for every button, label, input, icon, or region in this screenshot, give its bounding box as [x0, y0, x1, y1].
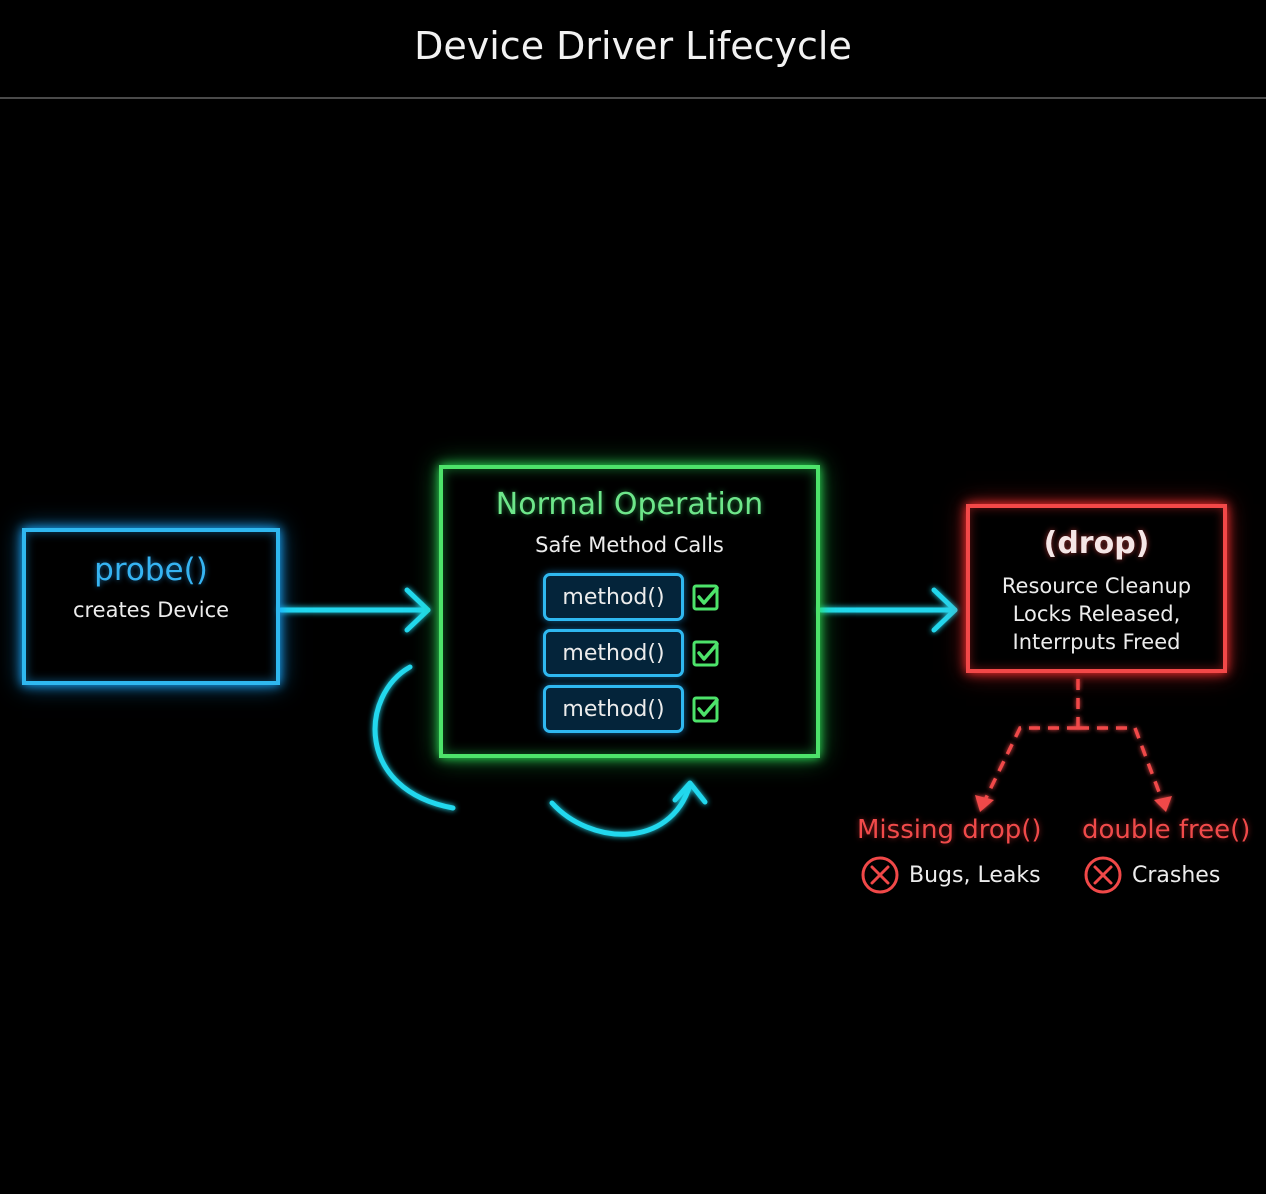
arrow-operation-to-drop [818, 587, 958, 633]
drop-line: Locks Released, [1012, 602, 1181, 626]
x-circle-icon [1084, 856, 1122, 894]
normal-operation-node: Normal Operation Safe Method Calls metho… [439, 465, 820, 758]
dashed-arrowhead-left [975, 795, 994, 812]
probe-subtitle: creates Device [72, 598, 230, 622]
failure-consequence: Bugs, Leaks [859, 854, 1041, 896]
check-icon [692, 696, 719, 723]
method-call: method() [543, 573, 684, 621]
method-call: method() [543, 629, 684, 677]
header-bar: Device Driver Lifecycle [0, 0, 1266, 99]
method-call: method() [543, 685, 684, 733]
dashed-branch [983, 679, 1164, 801]
method-row: method() [543, 629, 721, 677]
loop-arrowhead [672, 780, 708, 805]
x-circle-icon [861, 856, 899, 894]
method-row: method() [543, 573, 721, 621]
failure-consequence: Crashes [1082, 854, 1220, 896]
drop-title: (drop) [1043, 526, 1150, 561]
failure-consequence-text: Bugs, Leaks [909, 862, 1041, 888]
check-icon [692, 584, 719, 611]
drop-line: Resource Cleanup [1001, 574, 1192, 598]
loop-arc-bottom [549, 782, 693, 837]
probe-title: probe() [94, 552, 208, 588]
normal-operation-subtitle: Safe Method Calls [535, 533, 724, 557]
drop-line: Interrputs Freed [1012, 630, 1181, 654]
method-row: method() [543, 685, 721, 733]
failure-consequence-text: Crashes [1132, 862, 1221, 888]
failure-label-missing-drop: Missing drop() [857, 815, 1042, 845]
normal-operation-title: Normal Operation [495, 487, 764, 522]
drop-node: (drop) Resource Cleanup Locks Released, … [966, 504, 1227, 673]
page-title: Device Driver Lifecycle [414, 24, 852, 68]
dashed-arrowhead-right [1154, 796, 1172, 812]
probe-node: probe() creates Device [22, 528, 280, 685]
check-icon [692, 640, 719, 667]
failure-label-double-free: double free() [1082, 815, 1251, 845]
arrow-probe-to-operation [278, 587, 431, 633]
